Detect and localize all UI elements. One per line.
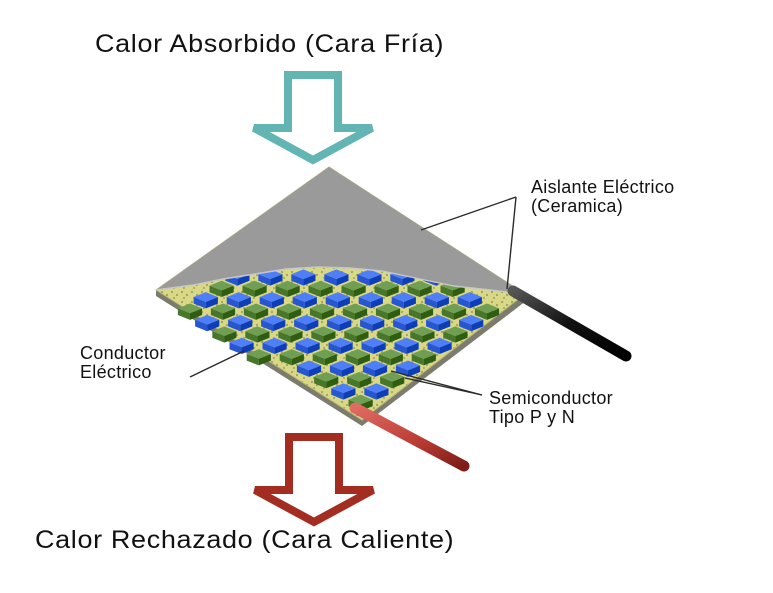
semiconductor-block: [276, 303, 302, 320]
semiconductor-block: [324, 269, 349, 286]
semiconductor-block: [341, 280, 366, 298]
semiconductor-block: [345, 349, 370, 366]
semiconductor-block: [177, 303, 203, 320]
label-semiconductor-line-2: Tipo P y N: [489, 407, 576, 428]
label-aislante: Aislante Eléctrico (Ceramica): [531, 177, 675, 217]
semiconductor-block: [243, 303, 269, 320]
label-aislante-line-2: (Ceramica): [531, 196, 624, 217]
semiconductor-block: [245, 326, 270, 343]
semiconductor-block: [329, 360, 355, 377]
aislante-leader-a: [420, 196, 517, 231]
semiconductor-block: [195, 314, 220, 332]
semiconductor-block: [459, 314, 484, 332]
semiconductor-block: [443, 326, 468, 343]
semiconductor-block: [378, 349, 403, 366]
semiconductor-block: [246, 349, 271, 366]
semiconductor-block: [296, 360, 322, 377]
conductor-leader: [189, 350, 245, 378]
label-semiconductor-line-1: Semiconductor: [489, 388, 613, 408]
semiconductor-block: [474, 303, 500, 320]
semiconductor-block: [210, 303, 236, 320]
semiconductor-block: [279, 349, 304, 366]
red-wire: [349, 402, 470, 472]
semiconductor-block: [427, 337, 452, 355]
semiconductor-block: [331, 383, 356, 400]
semiconductor-block: [229, 337, 254, 355]
semiconductor-block: [295, 337, 320, 355]
semiconductor-block: [259, 292, 284, 309]
semiconductor-block: [362, 360, 388, 377]
semiconductor-block: [408, 303, 434, 320]
semiconductor-block: [328, 337, 353, 355]
semiconductor-block: [261, 314, 286, 332]
semiconductor-block: [344, 326, 369, 343]
semiconductor-block: [357, 269, 382, 286]
semiconductor-block: [193, 292, 218, 309]
ceramic-edge-highlight: [155, 266, 526, 295]
black-wire: [507, 285, 632, 362]
semiconductor-block: [374, 280, 399, 298]
semiconductor-block: [291, 269, 316, 286]
semiconductor-block: [292, 292, 317, 309]
semiconductor-block: [309, 303, 335, 320]
semiconductor-block: [424, 292, 449, 309]
aislante-leader-b: [506, 196, 517, 290]
cold-arrow: [252, 71, 374, 165]
semiconductor-block: [394, 337, 419, 355]
label-conductor-line-1: Conductor: [80, 343, 166, 363]
semiconductor-block: [275, 280, 300, 298]
semiconductor-leader-b: [404, 377, 483, 396]
semiconductor-block: [311, 326, 336, 343]
semiconductor-block: [327, 314, 352, 332]
semiconductor-block: [242, 280, 267, 298]
semiconductor-block: [314, 371, 339, 389]
semiconductor-block: [209, 280, 234, 298]
semiconductor-block: [226, 292, 251, 309]
semiconductor-block: [312, 349, 337, 366]
semiconductor-block: [278, 326, 303, 343]
semiconductor-block: [441, 303, 467, 320]
semiconductor-block: [342, 303, 368, 320]
semiconductor-block: [325, 292, 350, 309]
ceramic-insulator: [156, 167, 525, 294]
semiconductor-block: [360, 314, 385, 332]
semiconductor-block: [377, 326, 402, 343]
semiconductor-block: [361, 337, 386, 355]
label-aislante-line-1: Aislante Eléctrico: [531, 177, 675, 197]
title-bottom: Calor Rechazado (Cara Caliente): [35, 526, 455, 554]
semiconductor-block: [426, 314, 451, 332]
semiconductor-block: [391, 292, 416, 309]
semiconductor-block: [347, 371, 372, 389]
label-semiconductor: Semiconductor Tipo P y N: [489, 388, 613, 428]
label-conductor: Conductor Eléctrico: [80, 343, 166, 383]
semiconductor-block: [308, 280, 333, 298]
semiconductor-block: [375, 303, 401, 320]
semiconductor-block: [411, 349, 436, 366]
semiconductor-block: [457, 292, 482, 309]
semiconductor-block: [358, 292, 383, 309]
semiconductor-block: [393, 314, 418, 332]
label-conductor-line-2: Eléctrico: [80, 362, 152, 383]
hot-arrow: [253, 433, 375, 527]
semiconductor-block: [410, 326, 435, 343]
semiconductor-block: [364, 383, 389, 400]
title-top: Calor Absorbido (Cara Fría): [95, 30, 445, 58]
semiconductor-block: [407, 280, 432, 298]
semiconductor-block: [294, 314, 319, 332]
semiconductor-block: [262, 337, 287, 355]
semiconductor-block: [228, 314, 253, 332]
semiconductor-block: [212, 326, 237, 343]
semiconductor-block: [380, 371, 405, 389]
